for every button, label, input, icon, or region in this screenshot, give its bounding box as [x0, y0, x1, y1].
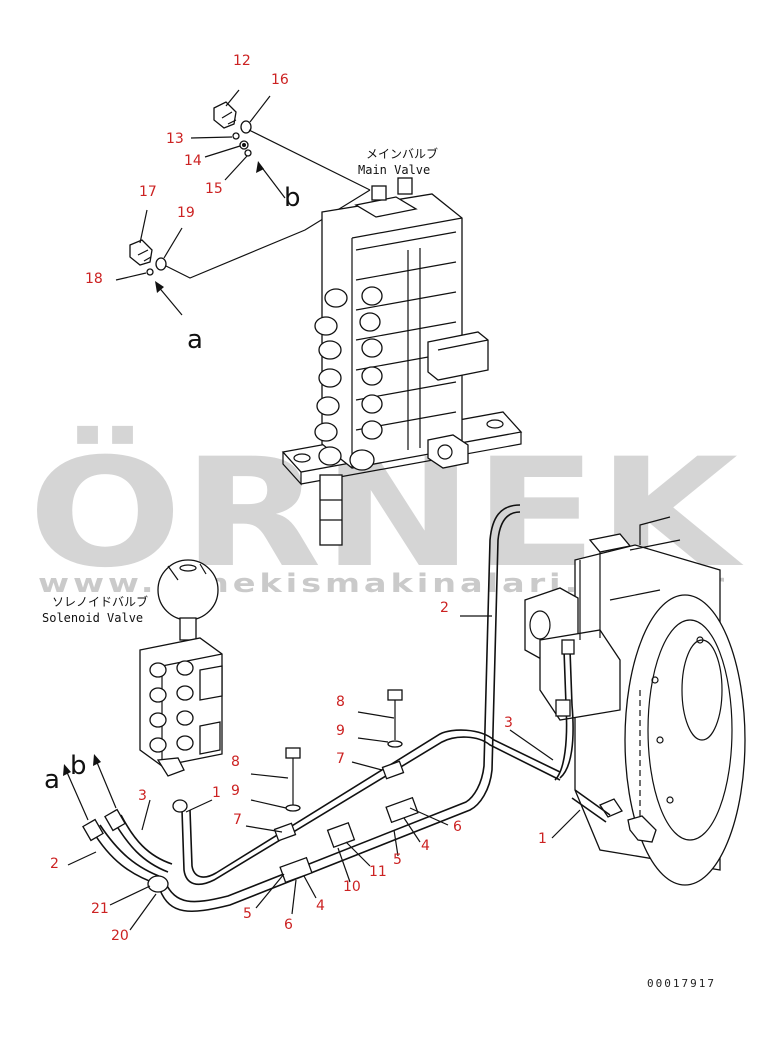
arrow-label-b-left: b [70, 751, 87, 781]
valve-spools [314, 286, 383, 471]
callout-4-right: 4 [421, 838, 430, 854]
callout-8-top: 8 [336, 694, 345, 710]
callout-16: 16 [271, 72, 289, 88]
callout-15: 15 [205, 181, 223, 197]
arrow-label-b: b [284, 183, 301, 213]
main-valve-label-en: Main Valve [358, 163, 430, 177]
solenoid-valve-label-jp: ソレノイドバルブ [52, 594, 148, 609]
fitting-cluster-top [190, 89, 371, 199]
callout-5-right: 5 [393, 852, 402, 868]
callout-12: 12 [233, 53, 251, 69]
callout-3-right: 3 [504, 715, 513, 731]
callout-8-left: 8 [231, 754, 240, 770]
solenoid-valve-label-en: Solenoid Valve [42, 611, 143, 625]
callout-18: 18 [85, 271, 103, 287]
callout-numbers: 12 16 13 14 15 17 19 18 2 3 1 8 9 7 6 4 … [50, 53, 547, 944]
piping [63, 504, 611, 913]
callout-13: 13 [166, 131, 184, 147]
callout-14: 14 [184, 153, 202, 169]
callout-9-left: 9 [231, 783, 240, 799]
callout-1-left: 1 [212, 785, 221, 801]
callout-17: 17 [139, 184, 157, 200]
callout-6-right: 6 [453, 819, 462, 835]
callout-9-top: 9 [336, 723, 345, 739]
callout-4-bottom: 4 [316, 898, 325, 914]
callout-2-top: 2 [440, 600, 449, 616]
callout-20: 20 [111, 928, 129, 944]
arrow-label-a: a [187, 325, 203, 355]
callout-19: 19 [177, 205, 195, 221]
leader-lines [67, 615, 581, 931]
component-labels: メインバルブ Main Valve ソレノイドバルブ Solenoid Valv… [42, 146, 716, 990]
callout-2-left: 2 [50, 856, 59, 872]
main-valve-label-jp: メインバルブ [366, 146, 438, 161]
callout-7-top: 7 [336, 751, 345, 767]
callout-1-right: 1 [538, 831, 547, 847]
fitting-cluster-left [115, 189, 371, 316]
pump-engine-assembly [524, 516, 746, 886]
callout-7-left: 7 [233, 812, 242, 828]
callout-10: 10 [343, 879, 361, 895]
solenoid-valve-assembly [139, 559, 223, 777]
drawing-number: 00017917 [647, 977, 716, 990]
arrow-label-a-left: a [44, 765, 60, 795]
main-valve-assembly [281, 177, 523, 546]
callout-3-left: 3 [138, 788, 147, 804]
callout-11: 11 [369, 864, 387, 880]
callout-21: 21 [91, 901, 109, 917]
callout-5-bottom: 5 [243, 906, 252, 922]
callout-6-bottom: 6 [284, 917, 293, 933]
